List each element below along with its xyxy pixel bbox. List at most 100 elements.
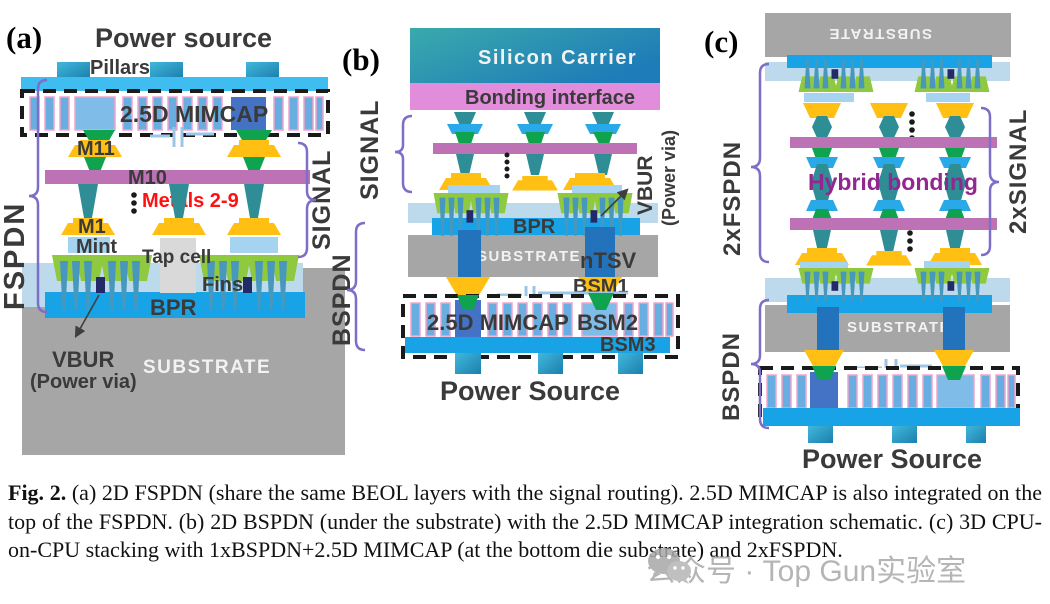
hybrid-bonding-label: Hybrid bonding [808,169,978,195]
via-hexagons-top [812,116,965,140]
via-teal [244,184,264,218]
m1-label: M1 [78,216,106,238]
substrate [408,235,658,277]
fspdn2x-brace [750,62,770,264]
m10-bar [45,170,310,184]
m10-label: M10 [128,167,167,189]
pillars-bottom [455,353,643,374]
microbump-columns [447,112,621,144]
bsm1-pad [446,277,490,297]
hybrid-bond-columns [806,148,971,220]
via-green [588,293,614,310]
bsm1-pad [804,350,844,368]
tap-cell-label: Tap cell [142,247,211,268]
mint-pad [230,237,278,253]
m1-pad [227,218,281,235]
watermark-text: 公众号 · Top Gun实验室 [646,555,967,588]
via-teal [169,184,189,218]
flipped-m1-pads [803,103,974,118]
m11-label: M11 [77,138,115,160]
signal-brace [394,114,413,194]
mimcap-label: 2.5D MIMCAP [427,310,569,335]
figure-diagram: (a) Power source Pillars 2.5D MIMCAP [0,13,1032,474]
ntsv-label: nTSV [580,248,637,273]
pillars-label: Pillars [90,57,150,79]
signal-brace [297,141,317,259]
caption-text: (a) 2D FSPDN (share the same BEOL layers… [8,480,1042,562]
fspdn-brace [28,78,48,314]
signal-axis-label: SIGNAL [356,100,384,200]
panel-b-tag: (b) [342,42,380,77]
m10-bar-top [790,137,997,148]
pillars-bottom [808,426,986,443]
via-teal [78,184,98,218]
ntsv-via [585,227,615,278]
substrate-top [765,13,1011,57]
mint-pad [800,262,848,271]
bspdn-axis-label: BSPDN [718,332,745,421]
via-teal [456,154,474,175]
mint-pad [924,261,970,270]
mint-pad [804,93,854,102]
mimcap-label: 2.5D MIMCAP [120,101,268,127]
mint-pad [926,93,970,102]
power-source-label: Power Source [440,376,620,406]
via-green [243,157,265,172]
bpr-label: BPR [150,295,197,320]
panel-a: (a) Power source Pillars 2.5D MIMCAP [0,20,345,455]
vbur-sublabel: (Power via) [30,371,137,393]
m1-pad [866,251,912,266]
mint-pad [68,237,110,253]
ntsv-via [943,307,965,355]
silicon-carrier [410,28,660,83]
substrate-label: SUBSTRATE [477,248,581,265]
panel-a-tag: (a) [6,20,42,55]
signal2x-brace [980,106,1000,257]
bspdn-brace [750,298,770,430]
substrate-label: SUBSTRATE [847,319,951,336]
bspdn-axis-label: BSPDN [328,253,356,346]
via-teal [880,230,898,252]
bonding-interface [410,83,660,110]
vbur-label: VBUR [634,155,657,215]
bpr-label: BPR [513,216,556,238]
substrate-top-label: SUBSTRATE [828,25,932,42]
vbur-arrow [74,294,100,338]
vbur-arrow [600,188,629,217]
wechat-icon [648,548,691,584]
m11-pad [227,140,281,157]
bsm1-pad [934,350,974,368]
m1-pad [512,176,558,191]
m10-bar [433,143,637,154]
mint-pad [448,185,500,194]
ntsv-via [458,230,481,278]
figure-caption: Fig. 2. (a) 2D FSPDN (share the same BEO… [8,479,1042,565]
bsm3-bar [405,337,670,353]
signal2x-axis-label: 2xSIGNAL [1005,109,1032,234]
panel-a-title: Power source [95,23,272,53]
fspdn-axis-label: FSPDN [0,202,31,310]
vbur-label: VBUR [52,347,114,372]
power-source-label: Power Source [802,444,982,474]
m1-pad [152,218,206,235]
bsm2-label: BSM2 [577,310,638,335]
via-teal [526,154,544,175]
bsm3-label: BSM3 [600,334,656,356]
watermark: 公众号 · Top Gun实验室 [646,546,966,590]
panel-c: (c) SUBSTRATE [704,13,1032,474]
via-teal [594,154,612,175]
via-green [812,366,836,380]
m10-bar-bottom [790,218,997,230]
fins-label: Fins [202,274,243,296]
bsm3-bar [763,408,1020,426]
bspdn-brace [346,221,366,352]
bonding-interface-label: Bonding interface [465,87,635,109]
metals-label: Metals 2-9 [142,190,239,212]
pillars-top [57,62,279,78]
vbur-sublabel: (Power via) [659,130,679,226]
via-green [84,157,106,172]
mimcap-fingers [29,96,324,131]
ntsv-via [817,307,839,355]
panel-c-tag: (c) [704,24,738,59]
